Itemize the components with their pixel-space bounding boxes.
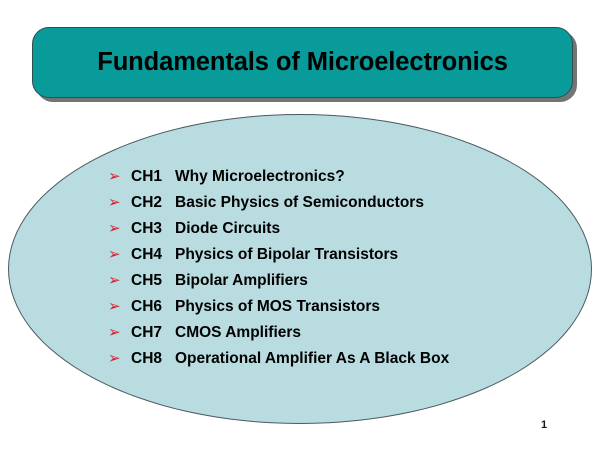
chapter-title: Physics of MOS Transistors: [175, 298, 381, 315]
list-item[interactable]: ➢ CH3 Diode Circuits: [108, 215, 528, 241]
red-arrowhead-bullet-icon: ➢: [108, 323, 121, 341]
chapter-title: Operational Amplifier As A Black Box: [175, 350, 450, 367]
chapter-title: CMOS Amplifiers: [175, 324, 302, 341]
chapter-list: ➢ CH1 Why Microelectronics? ➢ CH2 Basic Physi…: [108, 163, 528, 371]
list-item[interactable]: ➢ CH8 Operational Amplifier As A Black Box: [108, 345, 528, 371]
list-item[interactable]: ➢ CH6 Physics of MOS Transistors: [108, 293, 528, 319]
red-arrowhead-bullet-icon: ➢: [108, 297, 121, 315]
chapter-code: CH7: [131, 324, 163, 341]
list-item[interactable]: ➢ CH2 Basic Physics of Semiconductors: [108, 189, 528, 215]
chapter-code: CH3: [131, 220, 163, 237]
chapter-code: CH5: [131, 272, 163, 289]
chapter-code: CH1: [131, 168, 163, 185]
chapter-title: Why Microelectronics?: [175, 168, 345, 185]
chapter-title: Physics of Bipolar Transistors: [175, 246, 399, 263]
red-arrowhead-bullet-icon: ➢: [108, 167, 121, 185]
list-item[interactable]: ➢ CH5 Bipolar Amplifiers: [108, 267, 528, 293]
page-number: 1: [540, 419, 548, 431]
content-ellipse-shape: [8, 114, 592, 424]
title-banner: Fundamentals of Microelectronics: [32, 27, 573, 98]
chapter-code: CH6: [131, 298, 163, 315]
slide-title: Fundamentals of Microelectronics: [97, 47, 508, 76]
red-arrowhead-bullet-icon: ➢: [108, 245, 121, 263]
red-arrowhead-bullet-icon: ➢: [108, 271, 121, 289]
chapter-code: CH4: [131, 246, 163, 263]
red-arrowhead-bullet-icon: ➢: [108, 193, 121, 211]
chapter-title: Bipolar Amplifiers: [175, 272, 308, 289]
red-arrowhead-bullet-icon: ➢: [108, 219, 121, 237]
list-item[interactable]: ➢ CH7 CMOS Amplifiers: [108, 319, 528, 345]
red-arrowhead-bullet-icon: ➢: [108, 349, 121, 367]
list-item[interactable]: ➢ CH1 Why Microelectronics?: [108, 163, 528, 189]
chapter-title: Diode Circuits: [175, 220, 281, 237]
chapter-title: Basic Physics of Semiconductors: [175, 194, 424, 211]
list-item[interactable]: ➢ CH4 Physics of Bipolar Transistors: [108, 241, 528, 267]
chapter-code: CH2: [131, 194, 163, 211]
chapter-code: CH8: [131, 350, 163, 367]
